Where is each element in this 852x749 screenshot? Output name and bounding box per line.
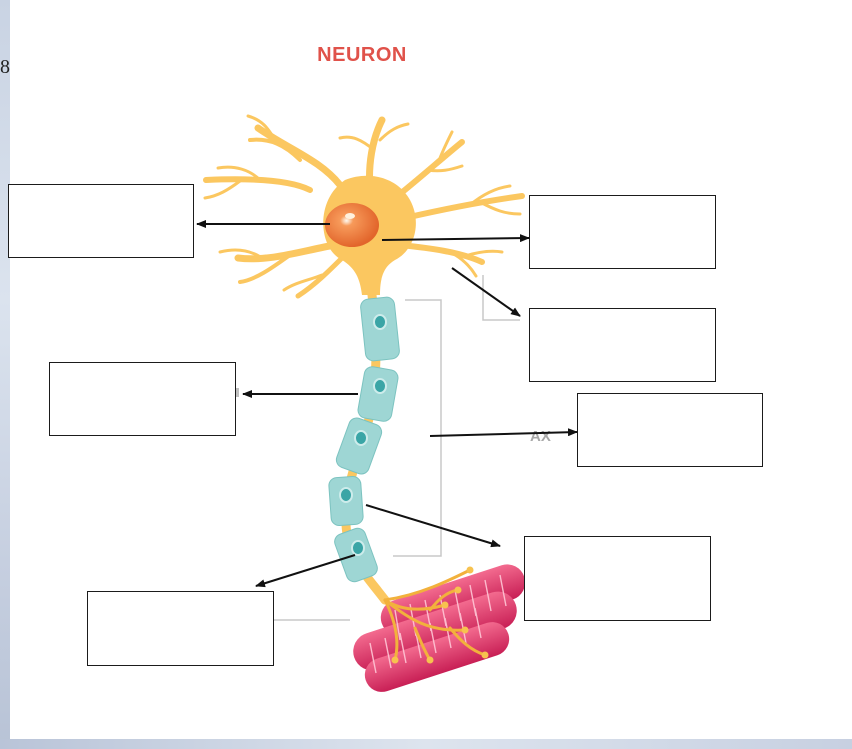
label-box-right-upper[interactable] (529, 308, 716, 382)
label-box-left-middle[interactable] (49, 362, 236, 436)
label-box-top-right[interactable] (529, 195, 716, 269)
label-box-right-middle[interactable] (577, 393, 763, 467)
label-box-right-lower[interactable] (524, 536, 711, 621)
label-box-top-left[interactable] (8, 184, 194, 258)
nucleolus-highlight (345, 213, 355, 219)
nucleus (325, 203, 379, 247)
axon-partial-label: AX (530, 428, 551, 445)
label-box-bottom-left[interactable] (87, 591, 274, 666)
